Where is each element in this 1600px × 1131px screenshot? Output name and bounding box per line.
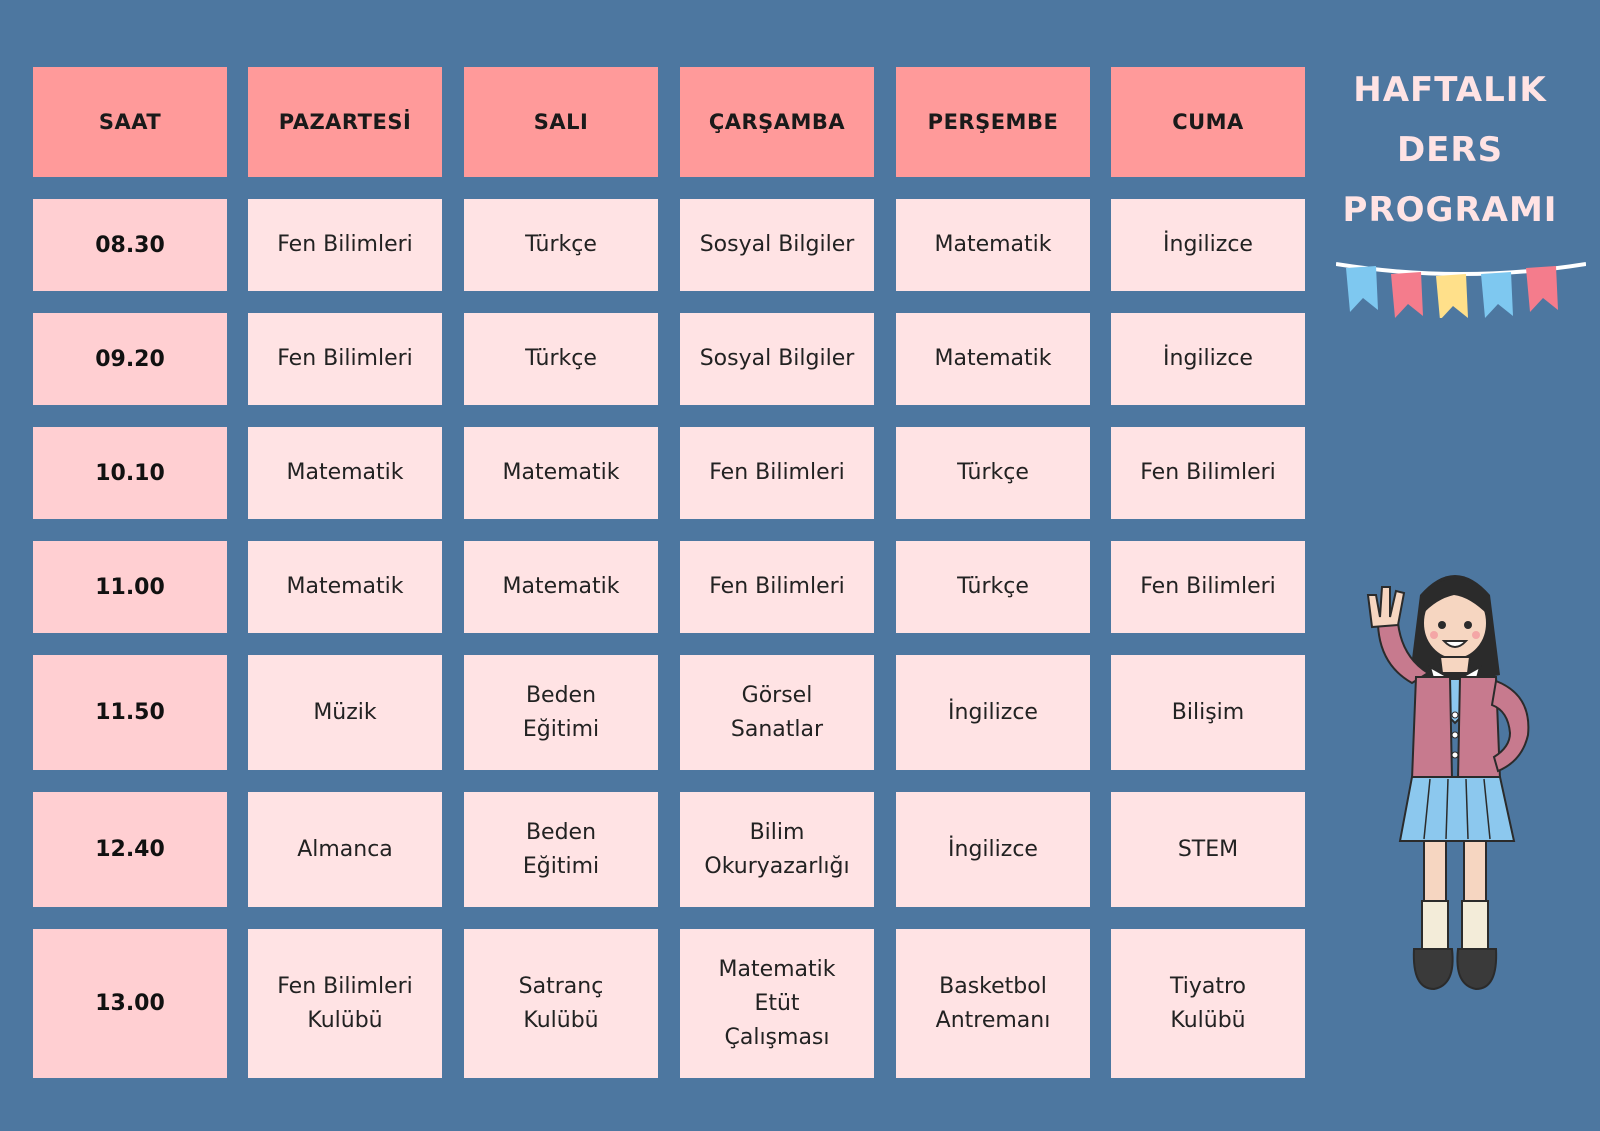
- time-cell: 11.00: [33, 541, 227, 633]
- lesson-cell-tuesday: Matematik: [464, 427, 658, 519]
- header-tuesday: SALI: [464, 67, 658, 177]
- bunting-flag: [1346, 266, 1378, 312]
- lesson-cell-thursday: Basketbol Antremanı: [896, 929, 1090, 1078]
- lesson-cell-monday: Fen Bilimleri: [248, 199, 442, 291]
- bunting-flag: [1391, 272, 1423, 318]
- lesson-cell-monday: Fen Bilimleri: [248, 313, 442, 405]
- bunting-flag: [1526, 266, 1558, 312]
- lesson-cell-monday: Müzik: [248, 655, 442, 770]
- lesson-cell-monday: Matematik: [248, 541, 442, 633]
- lesson-cell-tuesday: Türkçe: [464, 313, 658, 405]
- page-title-line-2: DERS: [1396, 130, 1504, 170]
- lesson-cell-friday: İngilizce: [1111, 199, 1305, 291]
- header-wednesday: ÇARŞAMBA: [680, 67, 874, 177]
- lesson-cell-wednesday: Görsel Sanatlar: [680, 655, 874, 770]
- header-thursday: PERŞEMBE: [896, 67, 1090, 177]
- lesson-cell-monday: Almanca: [248, 792, 442, 907]
- lesson-cell-friday: Fen Bilimleri: [1111, 427, 1305, 519]
- bunting-flag: [1436, 274, 1468, 318]
- time-cell: 10.10: [33, 427, 227, 519]
- header-friday: CUMA: [1111, 67, 1305, 177]
- lesson-cell-wednesday: Matematik Etüt Çalışması: [680, 929, 874, 1078]
- lesson-cell-wednesday: Bilim Okuryazarlığı: [680, 792, 874, 907]
- lesson-cell-monday: Matematik: [248, 427, 442, 519]
- lesson-cell-friday: Fen Bilimleri: [1111, 541, 1305, 633]
- time-cell: 13.00: [33, 929, 227, 1078]
- header-time: SAAT: [33, 67, 227, 177]
- lesson-cell-wednesday: Fen Bilimleri: [680, 427, 874, 519]
- lesson-cell-friday: STEM: [1111, 792, 1305, 907]
- lesson-cell-wednesday: Fen Bilimleri: [680, 541, 874, 633]
- lesson-cell-tuesday: Beden Eğitimi: [464, 655, 658, 770]
- page-title-line-3: PROGRAMI: [1342, 190, 1558, 230]
- bunting-icon: [1336, 262, 1586, 318]
- lesson-cell-tuesday: Beden Eğitimi: [464, 792, 658, 907]
- lesson-cell-tuesday: Matematik: [464, 541, 658, 633]
- bunting-flag: [1481, 272, 1513, 318]
- lesson-cell-tuesday: Satranç Kulübü: [464, 929, 658, 1078]
- lesson-cell-thursday: Türkçe: [896, 541, 1090, 633]
- lesson-cell-thursday: Matematik: [896, 313, 1090, 405]
- header-monday: PAZARTESİ: [248, 67, 442, 177]
- lesson-cell-monday: Fen Bilimleri Kulübü: [248, 929, 442, 1078]
- lesson-cell-wednesday: Sosyal Bilgiler: [680, 199, 874, 291]
- lesson-cell-friday: İngilizce: [1111, 313, 1305, 405]
- time-cell: 08.30: [33, 199, 227, 291]
- waving-girl-illustration: [1366, 575, 1530, 991]
- lesson-cell-thursday: Türkçe: [896, 427, 1090, 519]
- lesson-cell-thursday: İngilizce: [896, 792, 1090, 907]
- lesson-cell-tuesday: Türkçe: [464, 199, 658, 291]
- time-cell: 09.20: [33, 313, 227, 405]
- time-cell: 12.40: [33, 792, 227, 907]
- lesson-cell-thursday: İngilizce: [896, 655, 1090, 770]
- lesson-cell-thursday: Matematik: [896, 199, 1090, 291]
- time-cell: 11.50: [33, 655, 227, 770]
- lesson-cell-friday: Bilişim: [1111, 655, 1305, 770]
- page-title-line-1: HAFTALIK: [1353, 70, 1547, 110]
- lesson-cell-wednesday: Sosyal Bilgiler: [680, 313, 874, 405]
- lesson-cell-friday: Tiyatro Kulübü: [1111, 929, 1305, 1078]
